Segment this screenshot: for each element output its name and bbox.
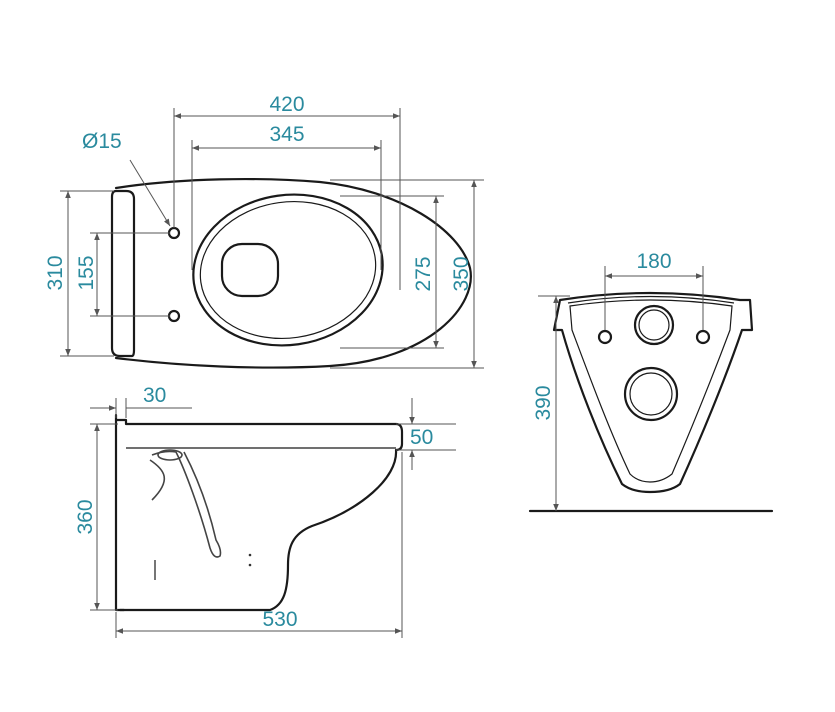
dim-label-345: 345 (269, 123, 304, 146)
dim-label-180: 180 (636, 250, 671, 273)
side-view-outlet (149, 459, 165, 501)
dimension-530: 530 (115, 452, 403, 638)
front-view-body-inner (569, 299, 733, 483)
front-view-body-outline (552, 291, 754, 494)
dim-label-275: 275 (412, 256, 435, 291)
dimension-345: 345 (191, 123, 382, 270)
side-view-wall-plate (114, 413, 126, 612)
dimension-155: 155 (75, 232, 170, 317)
dim-label-50: 50 (410, 426, 433, 449)
front-view-water-inlet (633, 304, 675, 346)
top-view-mount-hole-lower (167, 309, 181, 323)
dim-label-310: 310 (44, 255, 67, 290)
top-view-drain (220, 242, 280, 298)
dim-label-360: 360 (74, 499, 97, 534)
front-view-waste-outlet-inner (629, 372, 673, 416)
side-view-mark-2 (248, 563, 252, 567)
top-view-bowl-outline (114, 177, 472, 369)
side-view-trapway (151, 450, 222, 558)
dimension-hole-diameter: Ø15 (82, 130, 171, 227)
dimension-390: 390 (532, 295, 570, 511)
dim-label-530: 530 (262, 608, 297, 631)
front-view-water-inlet-inner (638, 309, 670, 341)
front-view-mount-hole-left (597, 329, 613, 345)
top-view-wall-plate (110, 189, 136, 358)
top-view-rim-outer (192, 193, 384, 347)
dim-label-350: 350 (450, 256, 473, 291)
dimension-310: 310 (44, 190, 114, 357)
top-view-rim-inner (199, 200, 377, 340)
front-view: 180 390 (528, 250, 774, 513)
front-view-waste-outlet (623, 366, 679, 422)
front-view-top-rim (567, 295, 735, 304)
top-view: 420 345 Ø15 310 155 (44, 93, 484, 369)
side-view-inlet (157, 449, 183, 461)
side-view-body-outline (114, 418, 404, 612)
dimension-30: 30 (90, 384, 192, 418)
dim-label-155: 155 (75, 255, 98, 290)
dim-label-30: 30 (143, 384, 166, 407)
side-view: 30 50 360 530 (74, 384, 456, 638)
dimension-360: 360 (74, 423, 118, 611)
dimension-350: 350 (330, 179, 484, 369)
dimension-275: 275 (340, 195, 444, 349)
top-view-mount-hole-upper (167, 226, 181, 240)
dim-label-420: 420 (269, 93, 304, 116)
dim-label-hole-diameter: Ø15 (82, 130, 122, 153)
dimension-180: 180 (604, 250, 704, 330)
side-view-mark-1 (248, 553, 252, 557)
front-view-mount-hole-right (695, 329, 711, 345)
dim-label-390: 390 (532, 385, 555, 420)
dimension-420: 420 (173, 93, 401, 290)
dimension-50: 50 (396, 398, 456, 470)
